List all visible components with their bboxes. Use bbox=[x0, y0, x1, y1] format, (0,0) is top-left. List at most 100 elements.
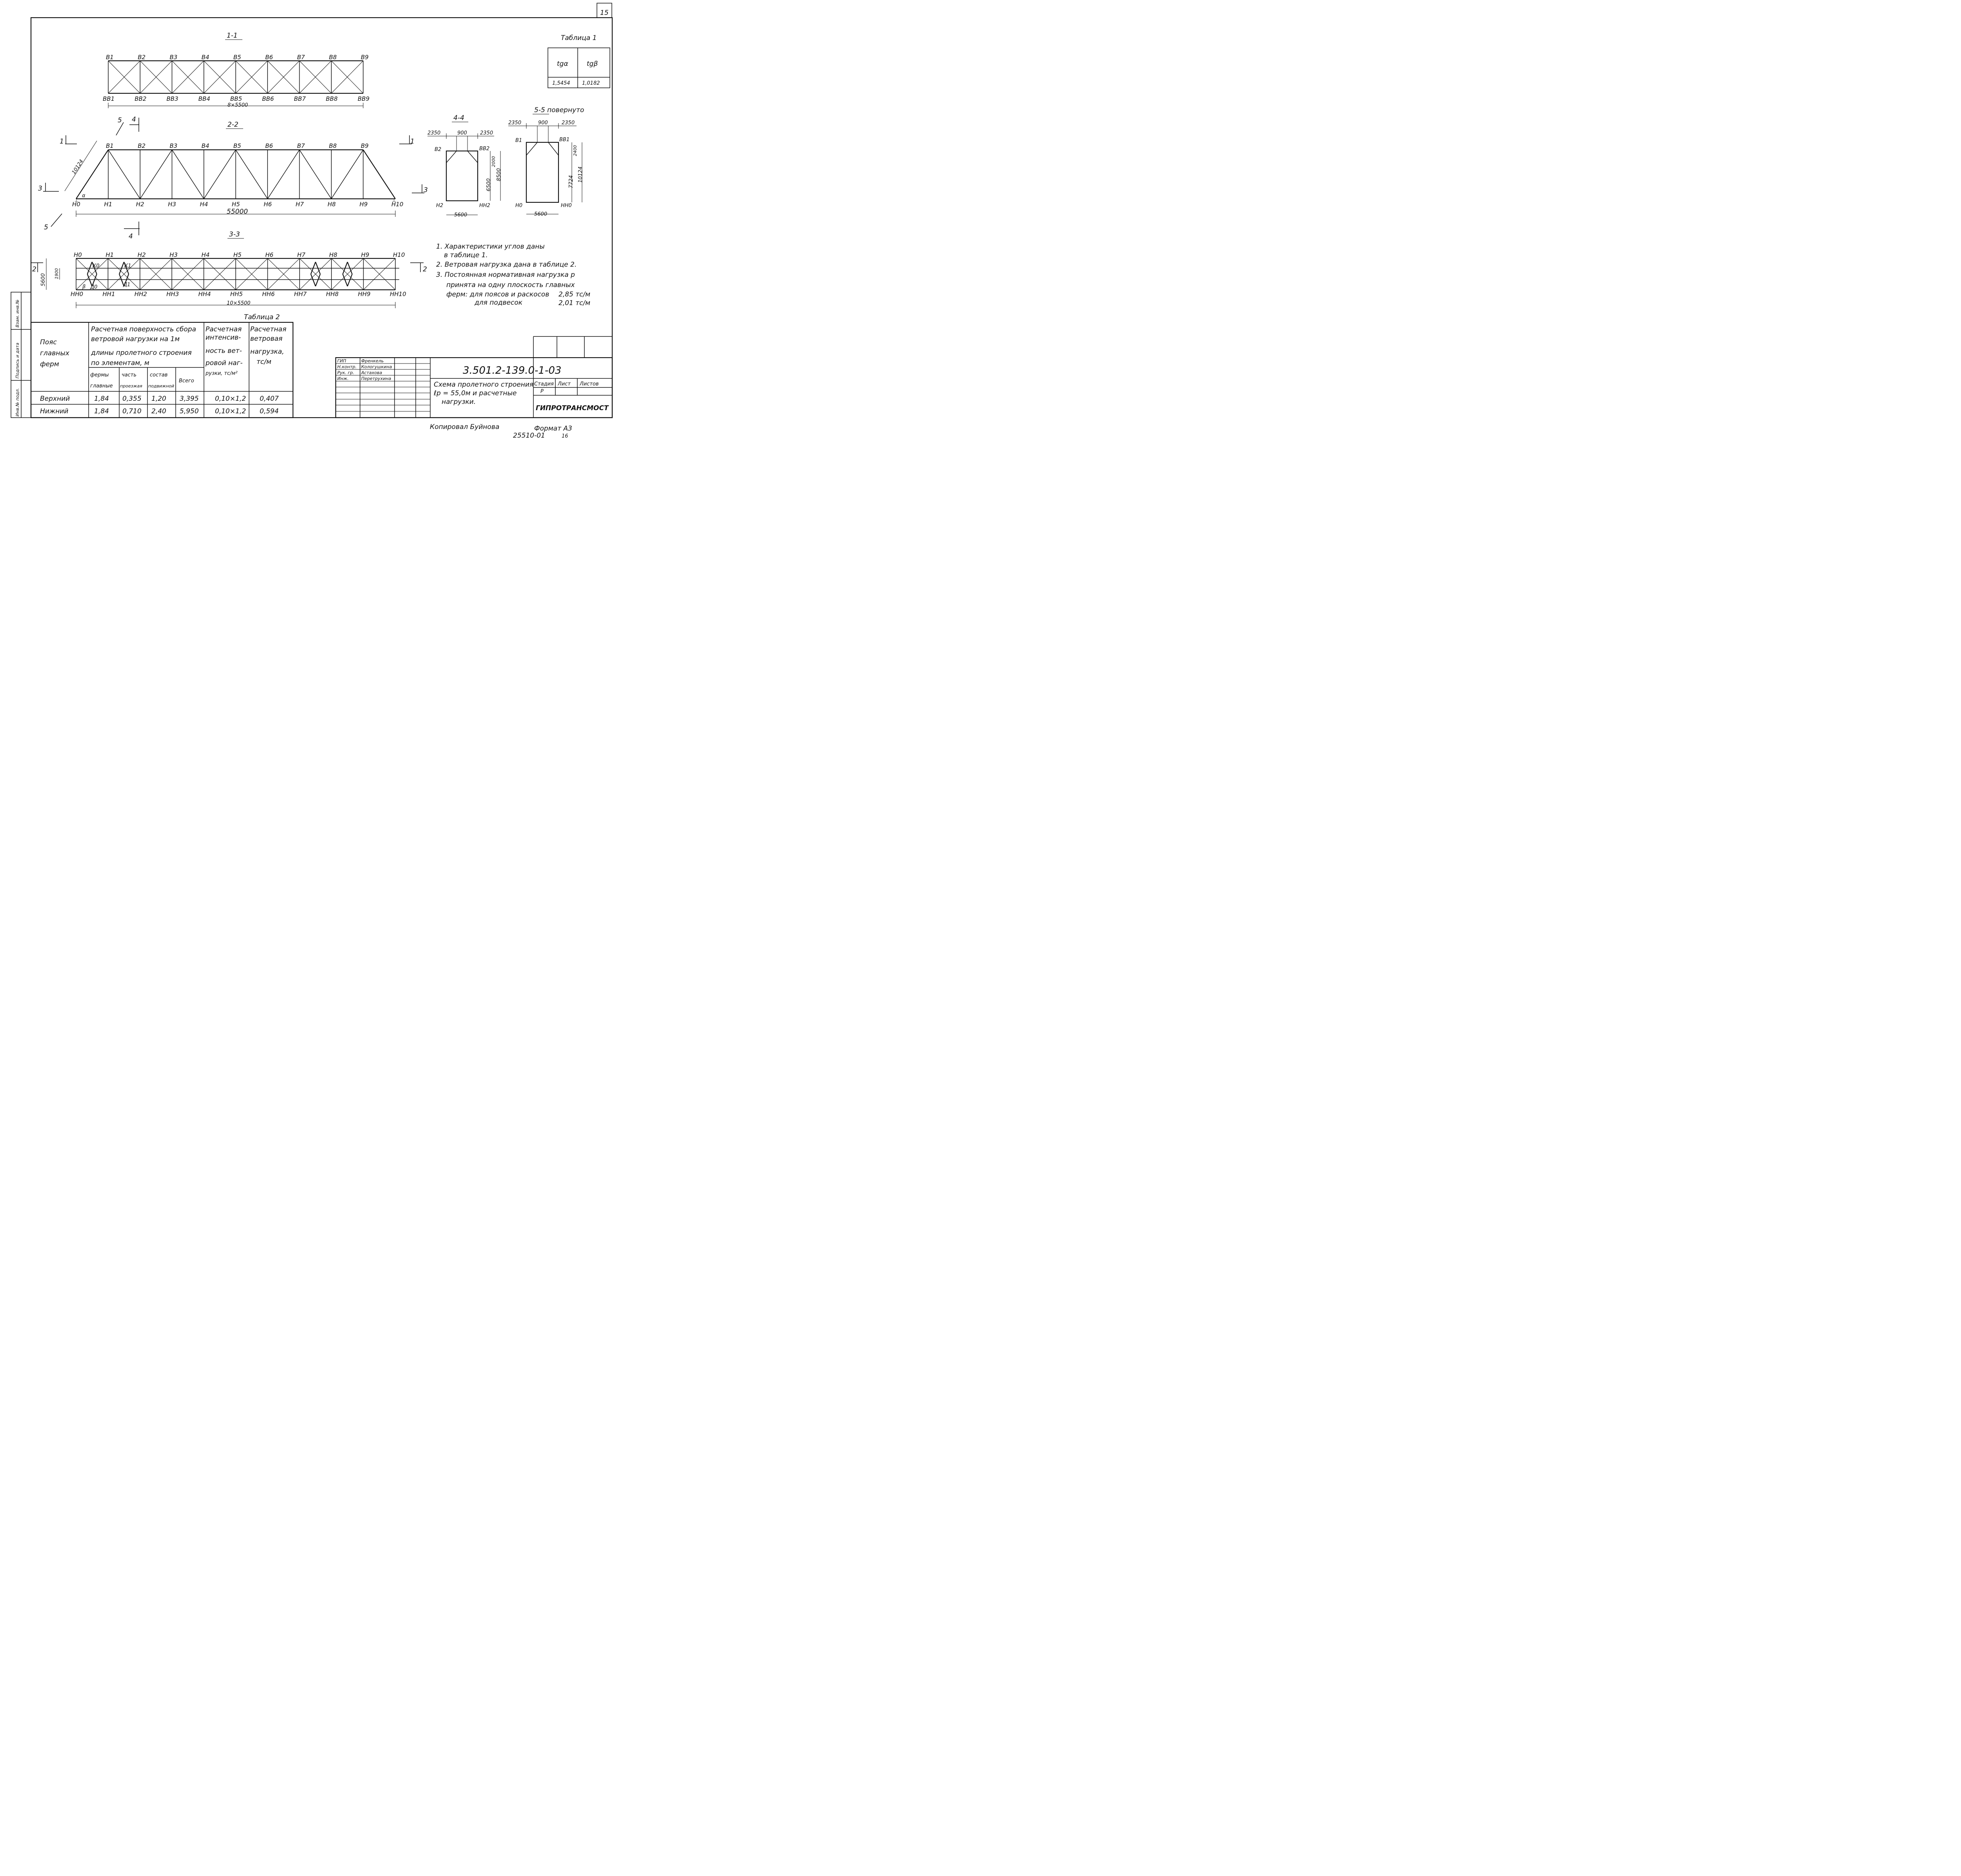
notes: 1. Характеристики углов даны в таблице 1… bbox=[436, 243, 590, 307]
brace-line bbox=[363, 258, 396, 290]
svg-text:главные: главные bbox=[90, 383, 113, 389]
node-label-top: В7 bbox=[297, 142, 305, 149]
side-stamp: Инв.№ подл. Подпись и дата Взам. инв.№ bbox=[11, 292, 31, 418]
node-label-bracing: НН8 bbox=[326, 291, 338, 298]
table-cell: 3,395 bbox=[180, 395, 199, 403]
svg-text:Таблица 2: Таблица 2 bbox=[244, 313, 280, 321]
node-label-bracing: ВВ5 bbox=[230, 95, 242, 102]
svg-text:2350: 2350 bbox=[508, 120, 521, 126]
svg-text:Лист: Лист bbox=[557, 381, 571, 387]
svg-text:1,0182: 1,0182 bbox=[582, 80, 600, 86]
node-label-bottom: Н9 bbox=[361, 251, 369, 258]
doc-number: 25510-01 bbox=[513, 432, 545, 440]
svg-text:6500: 6500 bbox=[486, 178, 492, 191]
svg-text:НН0: НН0 bbox=[561, 203, 572, 209]
svg-text:Стадия: Стадия bbox=[534, 381, 554, 387]
svg-text:фермы: фермы bbox=[90, 372, 109, 378]
stamp-name: Френкель bbox=[361, 358, 384, 364]
svg-text:900: 900 bbox=[457, 130, 467, 136]
svg-text:Д0: Д0 bbox=[90, 284, 97, 290]
svg-text:2000: 2000 bbox=[491, 156, 496, 167]
svg-text:в таблице 1.: в таблице 1. bbox=[444, 251, 488, 259]
node-label-bracing: НН2 bbox=[135, 291, 147, 298]
node-label-bracing: ВВ2 bbox=[135, 95, 146, 102]
bracket-line bbox=[347, 274, 353, 287]
diagonal-line bbox=[235, 149, 268, 199]
svg-text:подвижной: подвижной bbox=[148, 384, 174, 389]
svg-text:5600: 5600 bbox=[454, 212, 467, 218]
svg-text:3. Постоянная нормативная нагр: 3. Постоянная нормативная нагрузка p bbox=[436, 271, 575, 279]
bracket-line bbox=[315, 274, 321, 287]
svg-text:принята на одну плоскость глав: принята на одну плоскость главных bbox=[446, 281, 575, 289]
svg-text:2350: 2350 bbox=[480, 130, 493, 136]
node-label-bottom: Н1 bbox=[104, 201, 112, 208]
node-label-top: В1 bbox=[106, 54, 114, 61]
svg-text:В2: В2 bbox=[435, 147, 441, 153]
node-label-top: В6 bbox=[265, 142, 273, 149]
node-label-bottom: Н6 bbox=[264, 201, 272, 208]
sheet-frame bbox=[30, 17, 613, 418]
node-label-bracing: НН6 bbox=[262, 291, 275, 298]
node-label-bottom: Н5 bbox=[232, 201, 240, 208]
svg-text:⊥: ⊥ bbox=[392, 198, 396, 203]
svg-text:7724: 7724 bbox=[568, 175, 574, 188]
table-cell: 5,950 bbox=[180, 407, 199, 415]
node-label-bracing: ВВ3 bbox=[167, 95, 178, 102]
node-label-bottom: Н7 bbox=[297, 251, 306, 258]
dim-total-span: 55000 bbox=[227, 208, 248, 216]
stamp-name: Кологушкина bbox=[361, 364, 392, 369]
svg-text:tgα: tgα bbox=[557, 60, 568, 68]
node-label-bracing: ВВ7 bbox=[294, 95, 306, 102]
svg-text:К1: К1 bbox=[124, 263, 131, 269]
svg-text:состав: состав bbox=[150, 372, 167, 378]
svg-text:Таблица 1: Таблица 1 bbox=[561, 34, 597, 42]
svg-text:ровой наг-: ровой наг- bbox=[205, 359, 243, 367]
svg-text:ВВ1: ВВ1 bbox=[559, 137, 569, 143]
svg-text:β: β bbox=[82, 284, 85, 290]
svg-text:2. Ветровая нагрузка дана в та: 2. Ветровая нагрузка дана в таблице 2. bbox=[436, 261, 577, 269]
brace-line bbox=[267, 258, 300, 290]
brace-line bbox=[299, 258, 332, 290]
brace-line bbox=[171, 258, 204, 290]
stamp-role: ГИП bbox=[337, 358, 346, 364]
bracket-line bbox=[87, 274, 93, 287]
diagonal-line bbox=[140, 149, 173, 199]
svg-text:Пояс: Пояс bbox=[40, 338, 57, 346]
table-cell: 0,710 bbox=[122, 407, 142, 415]
svg-text:ность вет-: ность вет- bbox=[206, 347, 242, 355]
svg-text:НН2: НН2 bbox=[479, 203, 490, 209]
dim-top-span: 8×5500 bbox=[227, 102, 248, 108]
node-label-bottom: Н5 bbox=[233, 251, 242, 258]
node-label-top: В8 bbox=[329, 54, 337, 61]
end-post bbox=[363, 149, 396, 199]
brace-line bbox=[235, 258, 268, 290]
diagonal-line bbox=[331, 149, 364, 199]
svg-text:8500: 8500 bbox=[496, 168, 502, 181]
dim-diagonal: 10124 bbox=[71, 158, 85, 175]
brace-line bbox=[331, 258, 364, 290]
node-label-bracing: НН5 bbox=[230, 291, 243, 298]
node-label-bottom: Н0 bbox=[72, 201, 80, 208]
svg-text:2: 2 bbox=[423, 265, 427, 273]
svg-text:Подпись и дата: Подпись и дата bbox=[15, 343, 20, 378]
svg-text:для подвесок: для подвесок bbox=[474, 299, 523, 307]
stamp-role: Н.контр. bbox=[337, 364, 357, 369]
svg-text:интенсив-: интенсив- bbox=[206, 334, 241, 342]
table-1: Таблица 1 tgα tgβ 1,5454 1,0182 bbox=[548, 34, 610, 88]
svg-text:1,5454: 1,5454 bbox=[552, 80, 570, 86]
brace-line bbox=[267, 60, 300, 94]
node-label-bottom: Н0 bbox=[74, 251, 82, 258]
node-label-top: В3 bbox=[170, 142, 178, 149]
svg-text:Расчетная: Расчетная bbox=[250, 325, 286, 333]
section-3-3: 3-3 Н0НН0Н1НН1Н2НН2Н3НН3Н4НН4Н5НН5Н6НН6Н… bbox=[31, 231, 427, 308]
bracket-line bbox=[315, 262, 321, 274]
bracket-line bbox=[91, 262, 97, 274]
table-cell: Верхний bbox=[40, 395, 70, 403]
node-label-bracing: ВВ6 bbox=[262, 95, 274, 102]
svg-text:ферм: для поясов и раскосов: ферм: для поясов и раскосов bbox=[446, 291, 549, 298]
svg-text:ℓр = 55,0м и расчетные: ℓр = 55,0м и расчетные bbox=[433, 389, 517, 397]
svg-text:1. Характеристики углов даны: 1. Характеристики углов даны bbox=[436, 243, 545, 251]
svg-text:Взам. инв.№: Взам. инв.№ bbox=[15, 300, 20, 327]
svg-text:1: 1 bbox=[60, 138, 64, 145]
brace-line bbox=[108, 60, 140, 94]
